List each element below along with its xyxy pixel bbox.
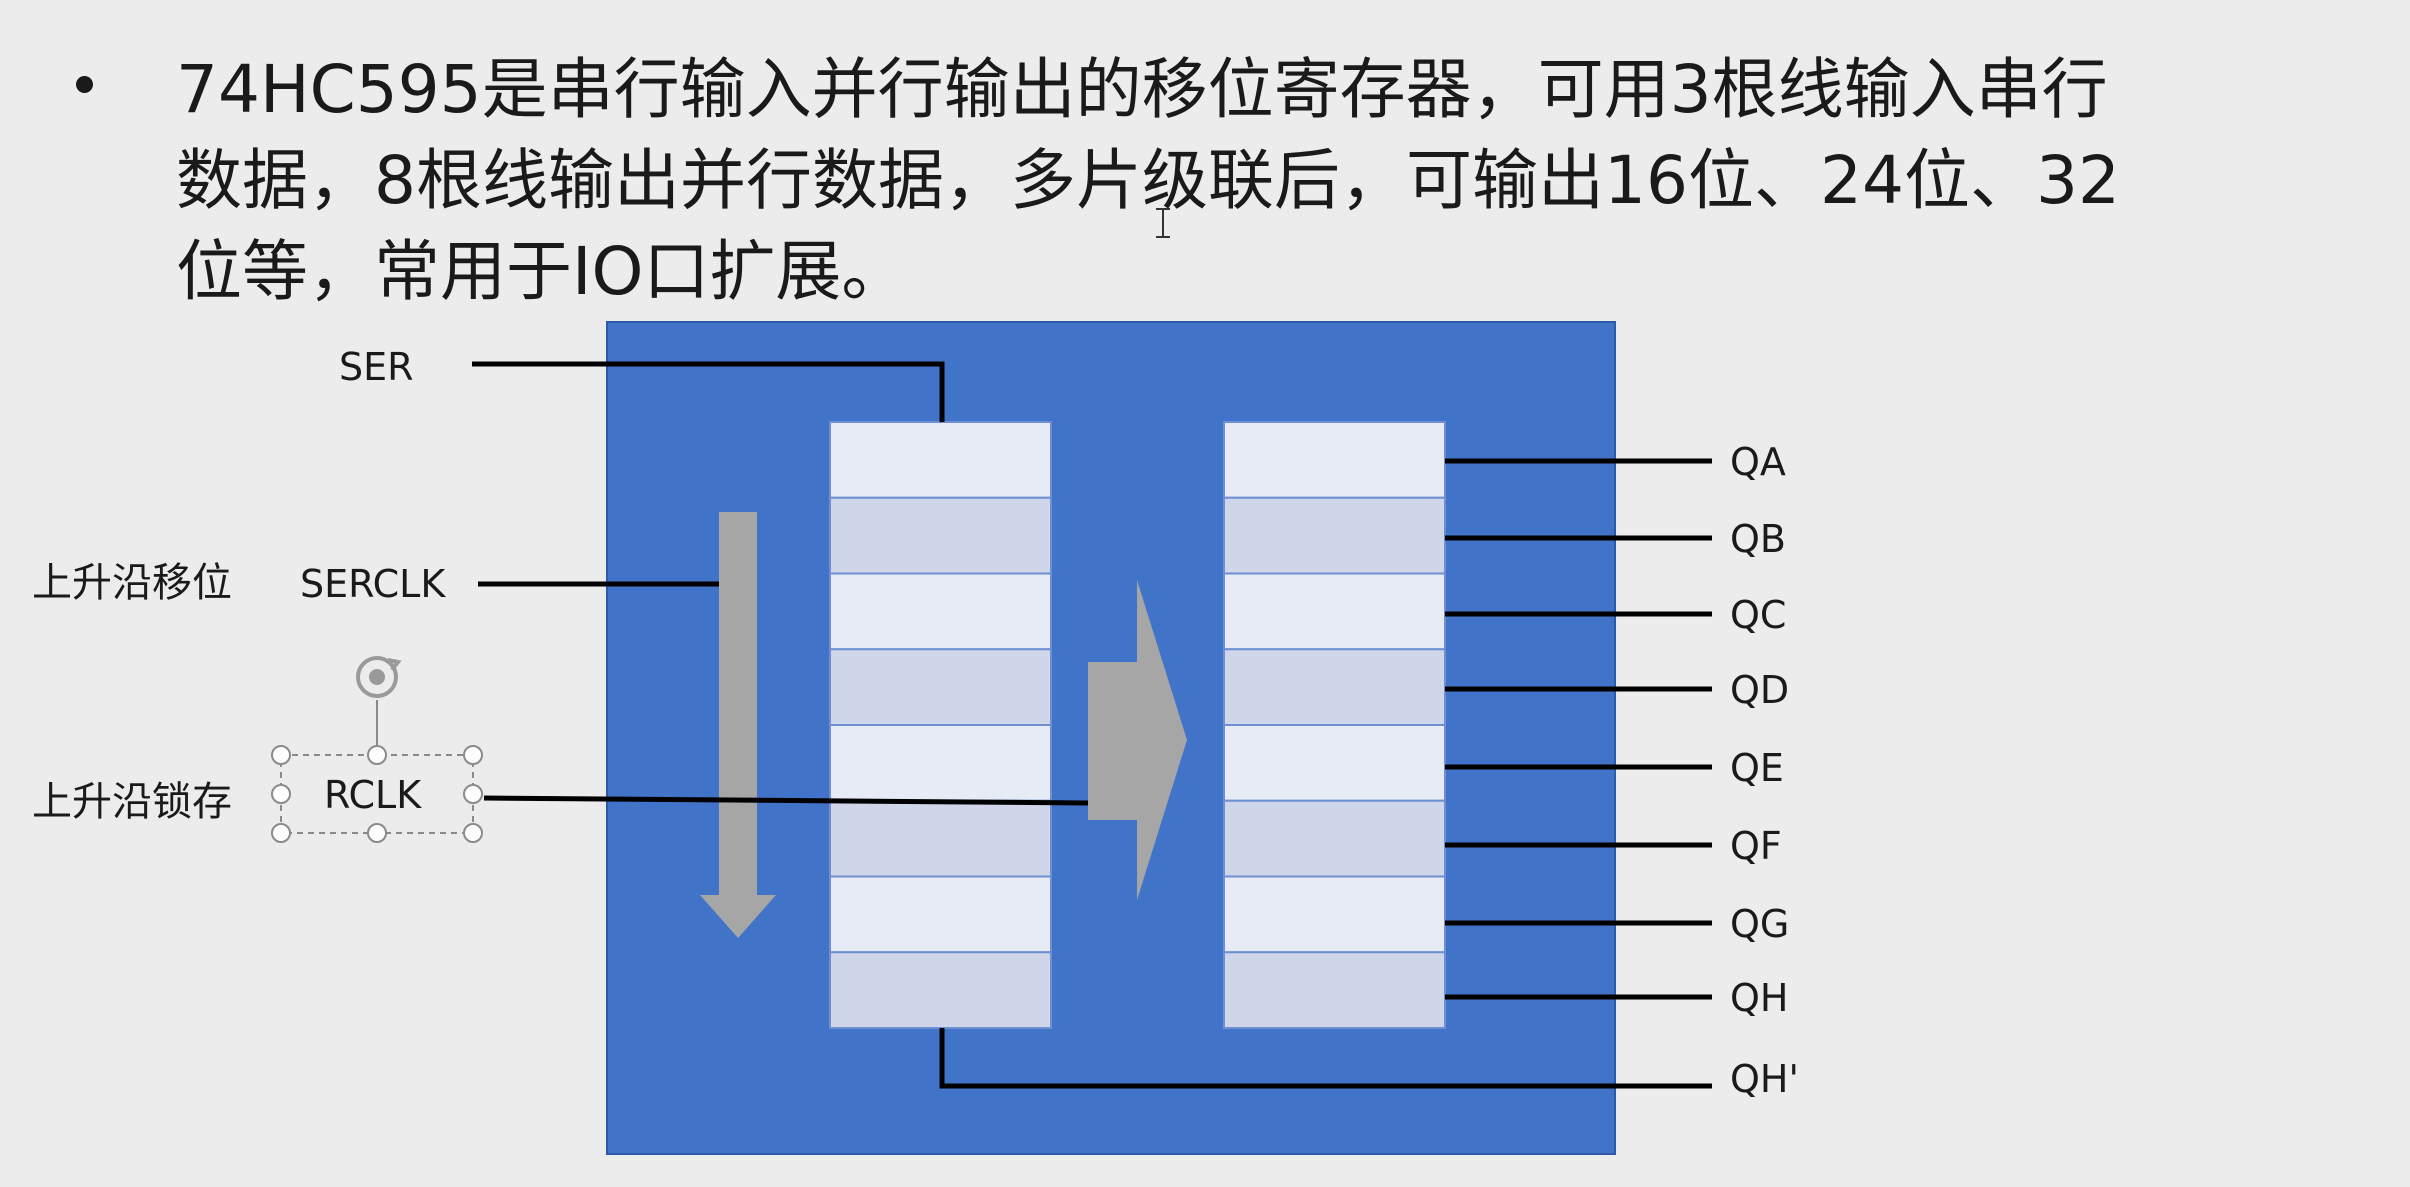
output-label: QD xyxy=(1730,668,1789,712)
output-pins: QA QB QC QD QE QF QG QH xyxy=(1445,440,1789,1020)
transfer-arrow-icon xyxy=(1088,580,1187,900)
rclk-label[interactable]: RCLK xyxy=(324,773,422,817)
shift-direction-arrow-icon xyxy=(700,512,776,938)
resize-handle-icon[interactable] xyxy=(271,745,291,765)
shift-register-cell xyxy=(829,648,1052,726)
resize-handle-icon[interactable] xyxy=(367,745,387,765)
shift-on-rising-label: 上升沿移位 xyxy=(32,560,232,606)
storage-register-cell xyxy=(1223,572,1446,651)
latch-on-rising-label: 上升沿锁存 xyxy=(32,779,232,825)
output-label: QG xyxy=(1730,902,1789,946)
rotate-handle-icon[interactable] xyxy=(356,656,402,698)
output-label: QB xyxy=(1730,517,1786,561)
resize-handle-icon[interactable] xyxy=(463,745,483,765)
resize-handle-icon[interactable] xyxy=(463,784,483,804)
storage-register-cell xyxy=(1223,875,1446,954)
shift-register-column xyxy=(829,421,1052,1029)
storage-register-cell xyxy=(1223,799,1446,878)
storage-register-cell xyxy=(1223,951,1446,1029)
resize-handle-icon[interactable] xyxy=(271,823,291,843)
qh-prime-label: QH' xyxy=(1730,1057,1799,1101)
rclk-selection-box[interactable] xyxy=(271,656,483,843)
storage-register-cell xyxy=(1223,421,1446,499)
ser-wire xyxy=(472,361,945,422)
ser-label: SER xyxy=(339,345,414,389)
output-label: QC xyxy=(1730,593,1786,637)
output-label: QF xyxy=(1730,824,1782,868)
output-label: QA xyxy=(1730,440,1786,484)
storage-register-column xyxy=(1223,421,1446,1029)
shift-register-cell xyxy=(829,951,1052,1029)
storage-register-cell xyxy=(1223,496,1446,575)
shift-register-cell xyxy=(829,799,1052,878)
resize-handles xyxy=(271,745,483,843)
serclk-label: SERCLK xyxy=(300,562,446,606)
text-cursor-icon xyxy=(1156,208,1170,238)
storage-register-cell xyxy=(1223,724,1446,802)
rclk-wire xyxy=(483,795,1089,806)
shift-register-cell xyxy=(829,572,1052,651)
shift-register-cell xyxy=(829,724,1052,802)
bullet-dot-icon xyxy=(76,76,93,93)
shift-register-cell xyxy=(829,421,1052,499)
qh-prime-wire xyxy=(939,1028,1712,1089)
bullet-text-line: 位等，常用于IO口扩展。 xyxy=(176,233,908,310)
shift-register-cell xyxy=(829,875,1052,954)
bullet-text-line: 74HC595是串行输入并行输出的移位寄存器，可用3根线输入串行 xyxy=(176,51,2108,128)
bullet-text[interactable]: 74HC595是串行输入并行输出的移位寄存器，可用3根线输入串行 数据，8根线输… xyxy=(176,44,2306,317)
shift-register-cell xyxy=(829,496,1052,575)
storage-register-cell xyxy=(1223,648,1446,726)
resize-handle-icon[interactable] xyxy=(367,823,387,843)
resize-handle-icon[interactable] xyxy=(463,823,483,843)
output-label: QE xyxy=(1730,746,1784,790)
resize-handle-icon[interactable] xyxy=(271,784,291,804)
output-label: QH xyxy=(1730,976,1788,1020)
bullet-text-line: 数据，8根线输出并行数据，多片级联后，可输出16位、24位、32 xyxy=(176,142,2120,219)
